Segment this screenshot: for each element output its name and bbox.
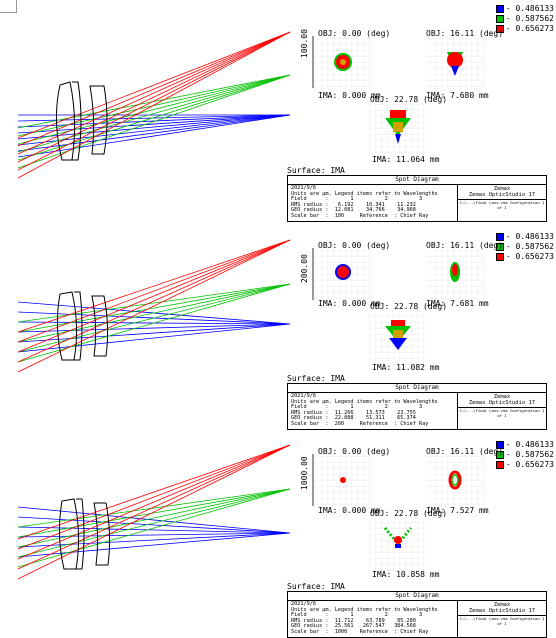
ima-label: IMA: 7.681 mm — [426, 299, 489, 308]
report-box-1: Spot Diagram 2021/9/6 Units are µm. Lege… — [287, 175, 547, 222]
ima-label: IMA: 0.000 mm — [318, 299, 381, 308]
ray-trace-diagram-1 — [17, 31, 291, 179]
legend-item: - 0.656273 — [495, 24, 554, 34]
surface-label: Surface: IMA — [287, 582, 345, 591]
spot-field-1 — [334, 53, 352, 71]
wavelength-legend-1: - 0.486133 - 0.587562 - 0.656273 — [495, 4, 554, 34]
ima-label: IMA: 7.680 mm — [426, 91, 489, 100]
spot-diagram-3 — [312, 454, 485, 572]
surface-label: Surface: IMA — [287, 166, 345, 175]
scale-label: 100.00 — [300, 29, 309, 58]
spot-diagram-1 — [312, 36, 485, 154]
wavelength-legend-2: - 0.486133 - 0.587562 - 0.656273 — [495, 232, 554, 262]
obj-label: OBJ: 0.00 (deg) — [318, 447, 391, 456]
report-text: 2021/9/6 Units are µm. Legend items refe… — [288, 185, 458, 221]
obj-label: OBJ: 16.11 (deg) — [426, 241, 504, 250]
ray-fan-red — [17, 31, 291, 179]
legend-item: - 0.486133 — [495, 4, 554, 14]
wavelength-legend-3: - 0.486133 - 0.587562 - 0.656273 — [495, 440, 554, 470]
ima-label: IMA: 7.527 mm — [426, 506, 489, 515]
ima-label: IMA: 11.082 mm — [372, 363, 440, 372]
ray-trace-diagram-2 — [17, 239, 291, 373]
ray-fan-green — [17, 74, 291, 169]
scale-label: 200.00 — [300, 254, 309, 283]
lens-elements — [55, 81, 108, 161]
ima-label: IMA: 10.858 mm — [372, 570, 440, 579]
ray-trace-diagram-3 — [17, 444, 291, 580]
obj-label: OBJ: 16.11 (deg) — [426, 447, 504, 456]
scale-label: 1000.00 — [300, 456, 309, 490]
corner-frame — [0, 0, 17, 13]
report-title: Spot Diagram — [288, 176, 546, 185]
obj-label: OBJ: 0.00 (deg) — [318, 29, 391, 38]
obj-label: OBJ: 16.11 (deg) — [426, 29, 504, 38]
report-box-2: Spot Diagram 2021/9/6 Units are µm. Lege… — [287, 383, 547, 430]
obj-label: OBJ: 0.00 (deg) — [318, 241, 391, 250]
obj-label: OBJ: 22.78 (deg) — [370, 509, 448, 518]
ima-label: IMA: 11.064 mm — [372, 155, 440, 164]
spot-field-2 — [447, 52, 463, 76]
obj-label: OBJ: 22.78 (deg) — [370, 302, 448, 311]
ima-label: IMA: 0.000 mm — [318, 91, 381, 100]
ima-label: IMA: 0.000 mm — [318, 506, 381, 515]
report-box-3: Spot Diagram 2021/9/6 Units are µm. Lege… — [287, 591, 547, 638]
obj-label: OBJ: 22.78 (deg) — [370, 95, 448, 104]
spot-field-3 — [385, 110, 411, 144]
surface-label: Surface: IMA — [287, 374, 345, 383]
legend-item: - 0.587562 — [495, 14, 554, 24]
spot-diagram-2 — [312, 248, 485, 366]
